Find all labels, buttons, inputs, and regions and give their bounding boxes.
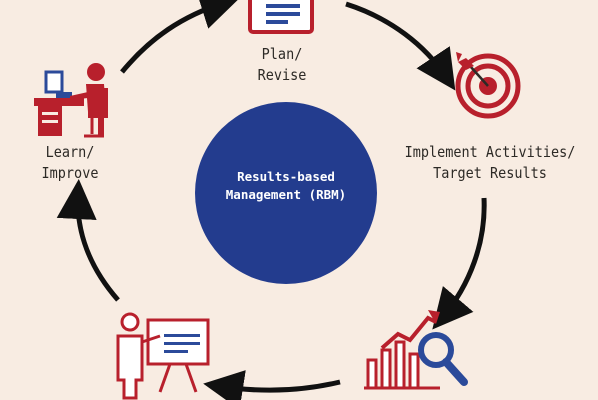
person-at-desk-icon — [34, 63, 108, 138]
arrow-implement-to-monitor — [432, 197, 487, 330]
label-learn-improve: Learn/ Improve — [25, 142, 115, 184]
label-learn-line-2: Improve — [41, 164, 99, 182]
document-icon — [248, 0, 314, 34]
label-implement-line-2: Target Results — [433, 164, 547, 182]
target-icon — [455, 52, 521, 119]
label-implement-line-1: Implement Activities/ — [404, 143, 576, 161]
center-label-line-1: Results-based — [237, 169, 335, 184]
arrow-report-to-learn — [56, 179, 120, 302]
center-label: Results-based Management (RBM) — [196, 168, 376, 204]
center-label-line-2: Management (RBM) — [225, 187, 347, 202]
arrow-plan-to-implement — [345, 1, 456, 91]
center-circle — [195, 102, 377, 284]
arrow-learn-to-plan — [120, 0, 241, 74]
label-implement: Implement Activities/ Target Results — [395, 142, 586, 184]
chart-magnifier-icon — [364, 310, 468, 390]
label-plan-line-1: Plan/ — [261, 45, 303, 63]
label-learn-line-1: Learn/ — [45, 143, 95, 161]
presenter-board-icon — [116, 312, 210, 400]
label-plan-revise: Plan/ Revise — [241, 44, 324, 86]
arrow-monitor-to-report — [203, 370, 341, 400]
label-plan-line-2: Revise — [257, 66, 307, 84]
